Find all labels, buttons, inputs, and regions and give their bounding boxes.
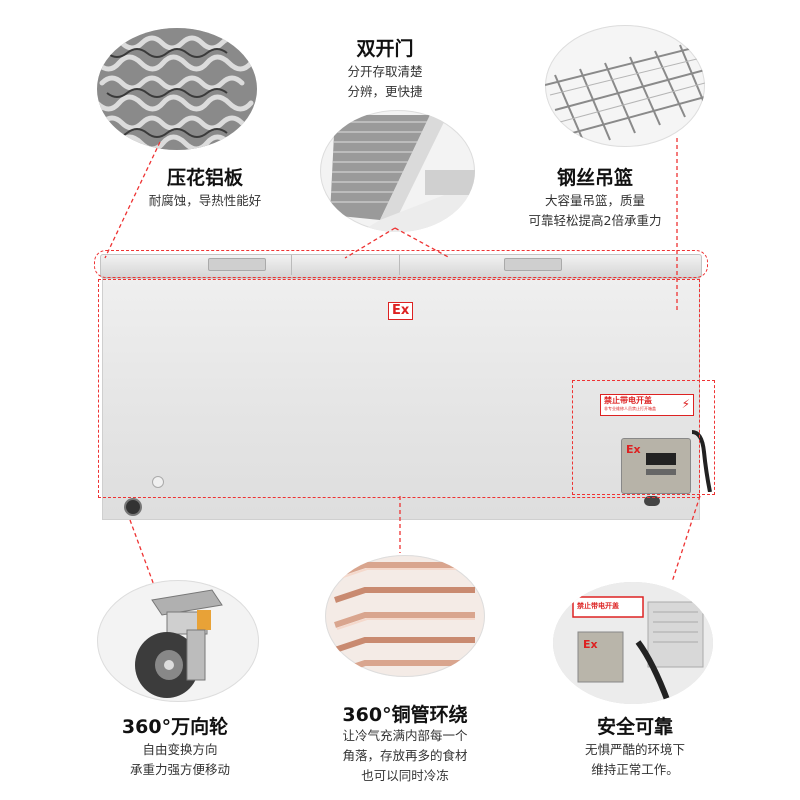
embossed-desc: 耐腐蚀，导热性能好	[148, 193, 262, 208]
control-box: Ex	[621, 438, 691, 494]
lid-handle-left[interactable]	[208, 258, 266, 271]
double-door-desc-2: 分辨，更快捷	[347, 84, 423, 99]
basket-desc-2: 可靠轻松提高2倍承重力	[528, 213, 662, 228]
control-box-closeup-icon	[553, 582, 713, 704]
embossed-title: 压花铝板	[166, 167, 243, 189]
wire-basket-icon	[545, 44, 705, 146]
double-door-title: 双开门	[356, 38, 414, 60]
warning-label: 禁止带电开盖 非专业维修人员禁止打开箱盖 ⚡	[600, 394, 694, 416]
caster-desc-2: 承重力强方便移动	[129, 762, 230, 777]
warning-label-text: 禁止带电开盖	[604, 396, 652, 405]
copper-desc-3: 也可以同时冷冻	[361, 768, 449, 783]
drain-plug	[152, 476, 164, 488]
control-buttons[interactable]	[646, 469, 676, 475]
basket-desc-1: 大容量吊篮，质量	[544, 193, 645, 208]
closeup-ex: Ex	[583, 638, 598, 651]
freezer-ex-mark: Ex	[388, 302, 414, 320]
control-display	[646, 453, 676, 465]
caster-wheel-icon	[135, 589, 223, 698]
panel-highlight	[572, 380, 715, 495]
copper-tube-icon	[334, 562, 475, 676]
basket-title: 钢丝吊篮	[556, 167, 633, 189]
safety-desc-2: 维持正常工作。	[591, 762, 679, 777]
lid-handle-right[interactable]	[504, 258, 562, 271]
double-door-desc-1: 分开存取清楚	[347, 64, 423, 79]
warning-label-sub: 非专业维修人员禁止打开箱盖	[604, 406, 656, 411]
wheel-right	[644, 496, 660, 506]
power-cord	[692, 430, 712, 492]
copper-desc-2: 角落，存放再多的食材	[342, 748, 468, 763]
lightning-icon: ⚡	[681, 397, 690, 411]
lid-divider	[291, 255, 292, 275]
safety-circle: 禁止带电开盖 Ex	[553, 582, 713, 704]
caster-circle	[97, 580, 259, 702]
basket-circle	[545, 25, 705, 147]
lid-divider-2	[399, 255, 400, 275]
copper-desc-1: 让冷气充满内部每一个	[342, 728, 468, 743]
freezer: Ex 禁止带电开盖 非专业维修人员禁止打开箱盖 ⚡ Ex	[96, 252, 712, 522]
safety-desc-1: 无惧严酷的环境下	[584, 742, 685, 757]
wheel-left	[124, 498, 142, 516]
closeup-label: 禁止带电开盖	[577, 602, 619, 610]
copper-title: 360°铜管环绕	[342, 704, 468, 726]
safety-title: 安全可靠	[596, 716, 673, 738]
lid-highlight	[94, 250, 708, 278]
caster-title: 360°万向轮	[121, 716, 229, 738]
control-box-ex: Ex	[626, 443, 641, 456]
caster-desc-1: 自由变换方向	[142, 742, 218, 757]
copper-circle	[325, 555, 485, 677]
cabinet-highlight	[98, 279, 700, 498]
